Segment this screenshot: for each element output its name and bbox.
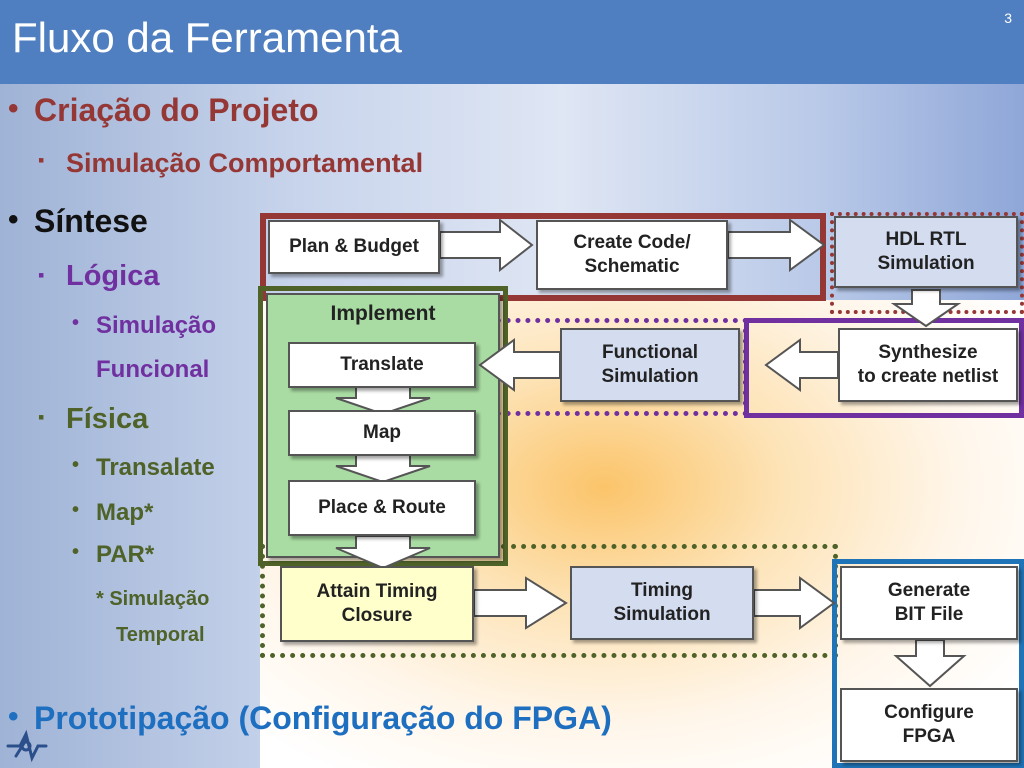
logo-icon (6, 729, 48, 763)
bullet-square: ▪ (38, 407, 45, 427)
attain-label-1: Attain Timing (316, 581, 438, 603)
title-bar: Fluxo da Ferramenta 3 (0, 0, 1024, 84)
create-code-label-1: Create Code/ (573, 232, 691, 254)
attain-label-2: Closure (341, 605, 413, 626)
timing-label-2: Simulation (613, 604, 711, 625)
configure-fpga-box: Configure FPGA (840, 688, 1018, 762)
bullet-square: ▪ (38, 150, 45, 170)
create-code-label-2: Schematic (584, 256, 680, 277)
arrow-hdl-to-synth (890, 289, 962, 328)
bullet-sintese: Síntese (34, 203, 148, 239)
frame-configuration (832, 559, 1024, 768)
arrow-create-to-hdl (727, 218, 826, 272)
attain-timing-box: Attain Timing Closure (280, 566, 474, 642)
note-line-2: Temporal (116, 624, 205, 646)
bullet-logica: Lógica (66, 260, 160, 292)
timing-simulation-box: Timing Simulation (570, 566, 754, 640)
translate-box: Translate (288, 342, 476, 388)
timing-label-1: Timing (631, 580, 693, 602)
bullet-square: ▪ (38, 265, 45, 285)
frame-synthesize (744, 318, 1024, 418)
place-route-label: Place & Route (318, 497, 446, 519)
bullet-par: PAR* (96, 541, 155, 568)
bullet-simul-comportamental: Simulação Comportamental (66, 148, 424, 178)
synthesize-box: Synthesize to create netlist (838, 328, 1018, 402)
generate-label-1: Generate (887, 580, 971, 602)
synthesize-label-1: Synthesize (878, 342, 978, 364)
bullet-map: Map* (96, 499, 154, 526)
hdl-rtl-label-2: Simulation (877, 253, 975, 274)
generate-label-2: BIT File (894, 604, 964, 625)
plan-budget-box: Plan & Budget (268, 220, 440, 274)
functional-simulation-box: Functional Simulation (560, 328, 740, 402)
hdl-rtl-label-1: HDL RTL (885, 229, 967, 251)
implement-label: Implement (330, 302, 436, 325)
bullet-simul-funcional-1: Simulação (96, 312, 217, 339)
translate-label: Translate (340, 354, 424, 376)
bullet-criacao: Criação do Projeto (34, 92, 319, 128)
bullet-dot: • (72, 312, 80, 334)
create-code-box: Create Code/ Schematic (536, 220, 728, 290)
arrow-plan-to-create (439, 217, 534, 273)
note-line-1: * Simulação (96, 588, 210, 610)
functional-label-2: Simulation (601, 366, 699, 387)
bullet-dot: • (8, 203, 19, 236)
configure-label-2: FPGA (902, 726, 956, 747)
bullet-simul-funcional-2: Funcional (96, 356, 210, 383)
bullet-prototipacao: Prototipação (Configuração do FPGA) (34, 700, 612, 736)
arrow-attain-to-timing (473, 576, 568, 630)
map-label: Map (363, 422, 401, 444)
synthesize-label-2: to create netlist (857, 366, 999, 387)
bullet-fisica: Física (66, 403, 149, 435)
arrow-map-to-par (335, 453, 431, 484)
bullet-dot: • (72, 499, 80, 521)
frame-design-entry (260, 213, 826, 301)
slide-title: Fluxo da Ferramenta (12, 14, 402, 61)
arrow-timing-to-generate (753, 576, 836, 630)
bullet-dot: • (72, 454, 80, 476)
arrow-translate-to-map (335, 385, 431, 416)
bullet-dot: • (72, 541, 80, 563)
bullet-dot: • (8, 92, 19, 125)
place-route-box: Place & Route (288, 480, 476, 536)
hdl-rtl-box: HDL RTL Simulation (834, 216, 1018, 288)
page-number: 3 (1004, 10, 1012, 26)
map-box: Map (288, 410, 476, 456)
bullet-translate: Transalate (96, 454, 215, 481)
arrow-synth-to-functional (764, 338, 839, 392)
functional-label-1: Functional (601, 342, 699, 364)
arrow-generate-to-configure (893, 639, 967, 688)
generate-bit-box: Generate BIT File (840, 566, 1018, 640)
bullet-dot: • (8, 700, 19, 733)
configure-label-1: Configure (884, 702, 974, 724)
arrow-functional-to-translate (478, 338, 561, 392)
plan-budget-label: Plan & Budget (289, 236, 419, 258)
arrow-par-to-attain (335, 535, 431, 570)
